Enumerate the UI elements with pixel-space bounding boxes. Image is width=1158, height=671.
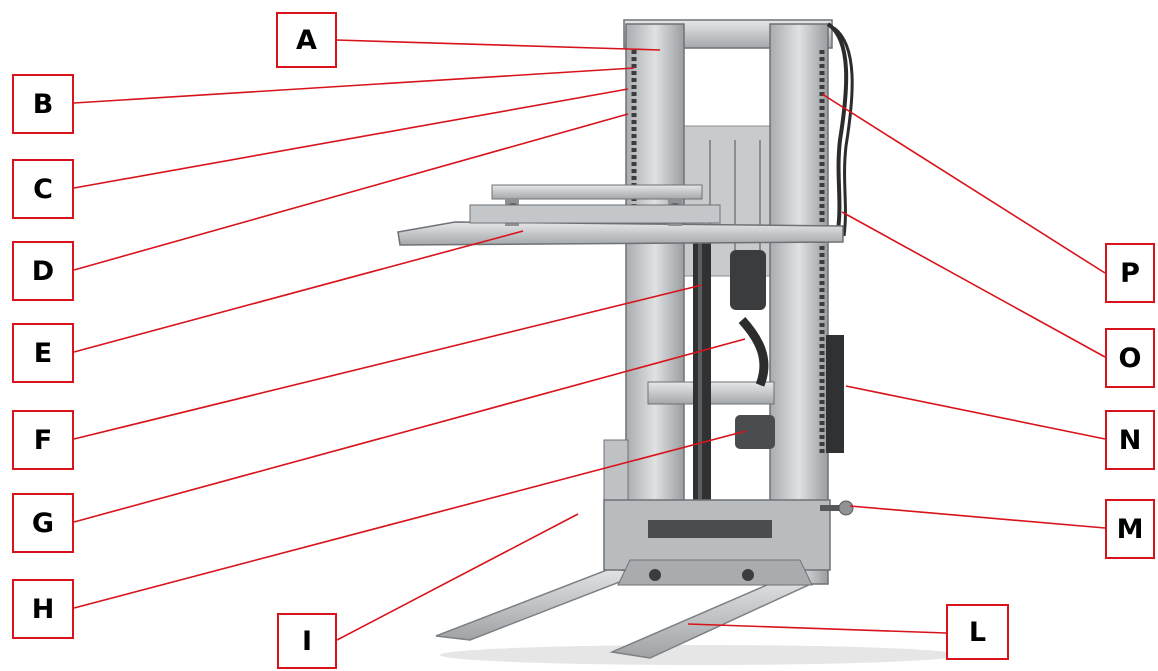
right-upright xyxy=(769,23,829,585)
leader-line-d xyxy=(73,113,629,271)
label-d: D xyxy=(12,241,74,301)
label-f: F xyxy=(12,410,74,470)
leader-line-g xyxy=(73,338,746,523)
leader-lines xyxy=(73,39,1106,641)
leader-line-f xyxy=(73,284,703,440)
label-i: I xyxy=(277,613,337,669)
wheel xyxy=(742,569,754,581)
hydraulic-valve-block xyxy=(730,250,766,310)
label-o: O xyxy=(1105,328,1155,388)
label-n: N xyxy=(1105,410,1155,470)
platform xyxy=(397,221,844,246)
label-p: P xyxy=(1105,243,1155,303)
label-b: B xyxy=(12,74,74,134)
left-upright xyxy=(625,23,685,585)
wheel xyxy=(649,569,661,581)
leader-line-l xyxy=(687,623,947,634)
leader-line-i xyxy=(336,513,579,641)
label-m: M xyxy=(1105,499,1155,559)
leader-line-o xyxy=(841,211,1106,358)
pump-motor xyxy=(735,415,775,449)
label-l: L xyxy=(946,604,1009,660)
leader-line-a xyxy=(335,39,661,51)
ground-shadow xyxy=(440,645,960,665)
battery-box xyxy=(826,335,844,453)
leader-line-e xyxy=(73,230,524,353)
label-a: A xyxy=(276,12,337,68)
release-handle xyxy=(820,505,842,511)
leader-line-c xyxy=(73,88,629,189)
label-g: G xyxy=(12,493,74,553)
leader-line-n xyxy=(845,385,1106,440)
handle-knob xyxy=(838,500,854,516)
label-c: C xyxy=(12,159,74,219)
leader-line-h xyxy=(73,430,747,609)
leader-line-p xyxy=(821,93,1106,274)
leader-line-b xyxy=(73,67,635,104)
left-fork xyxy=(435,567,643,641)
leader-line-m xyxy=(849,505,1106,529)
side-panel xyxy=(603,439,629,511)
upper-carriage xyxy=(491,184,703,200)
label-e: E xyxy=(12,323,74,383)
hydraulic-hose xyxy=(826,22,849,231)
label-h: H xyxy=(12,579,74,639)
hose-loop xyxy=(738,316,769,387)
